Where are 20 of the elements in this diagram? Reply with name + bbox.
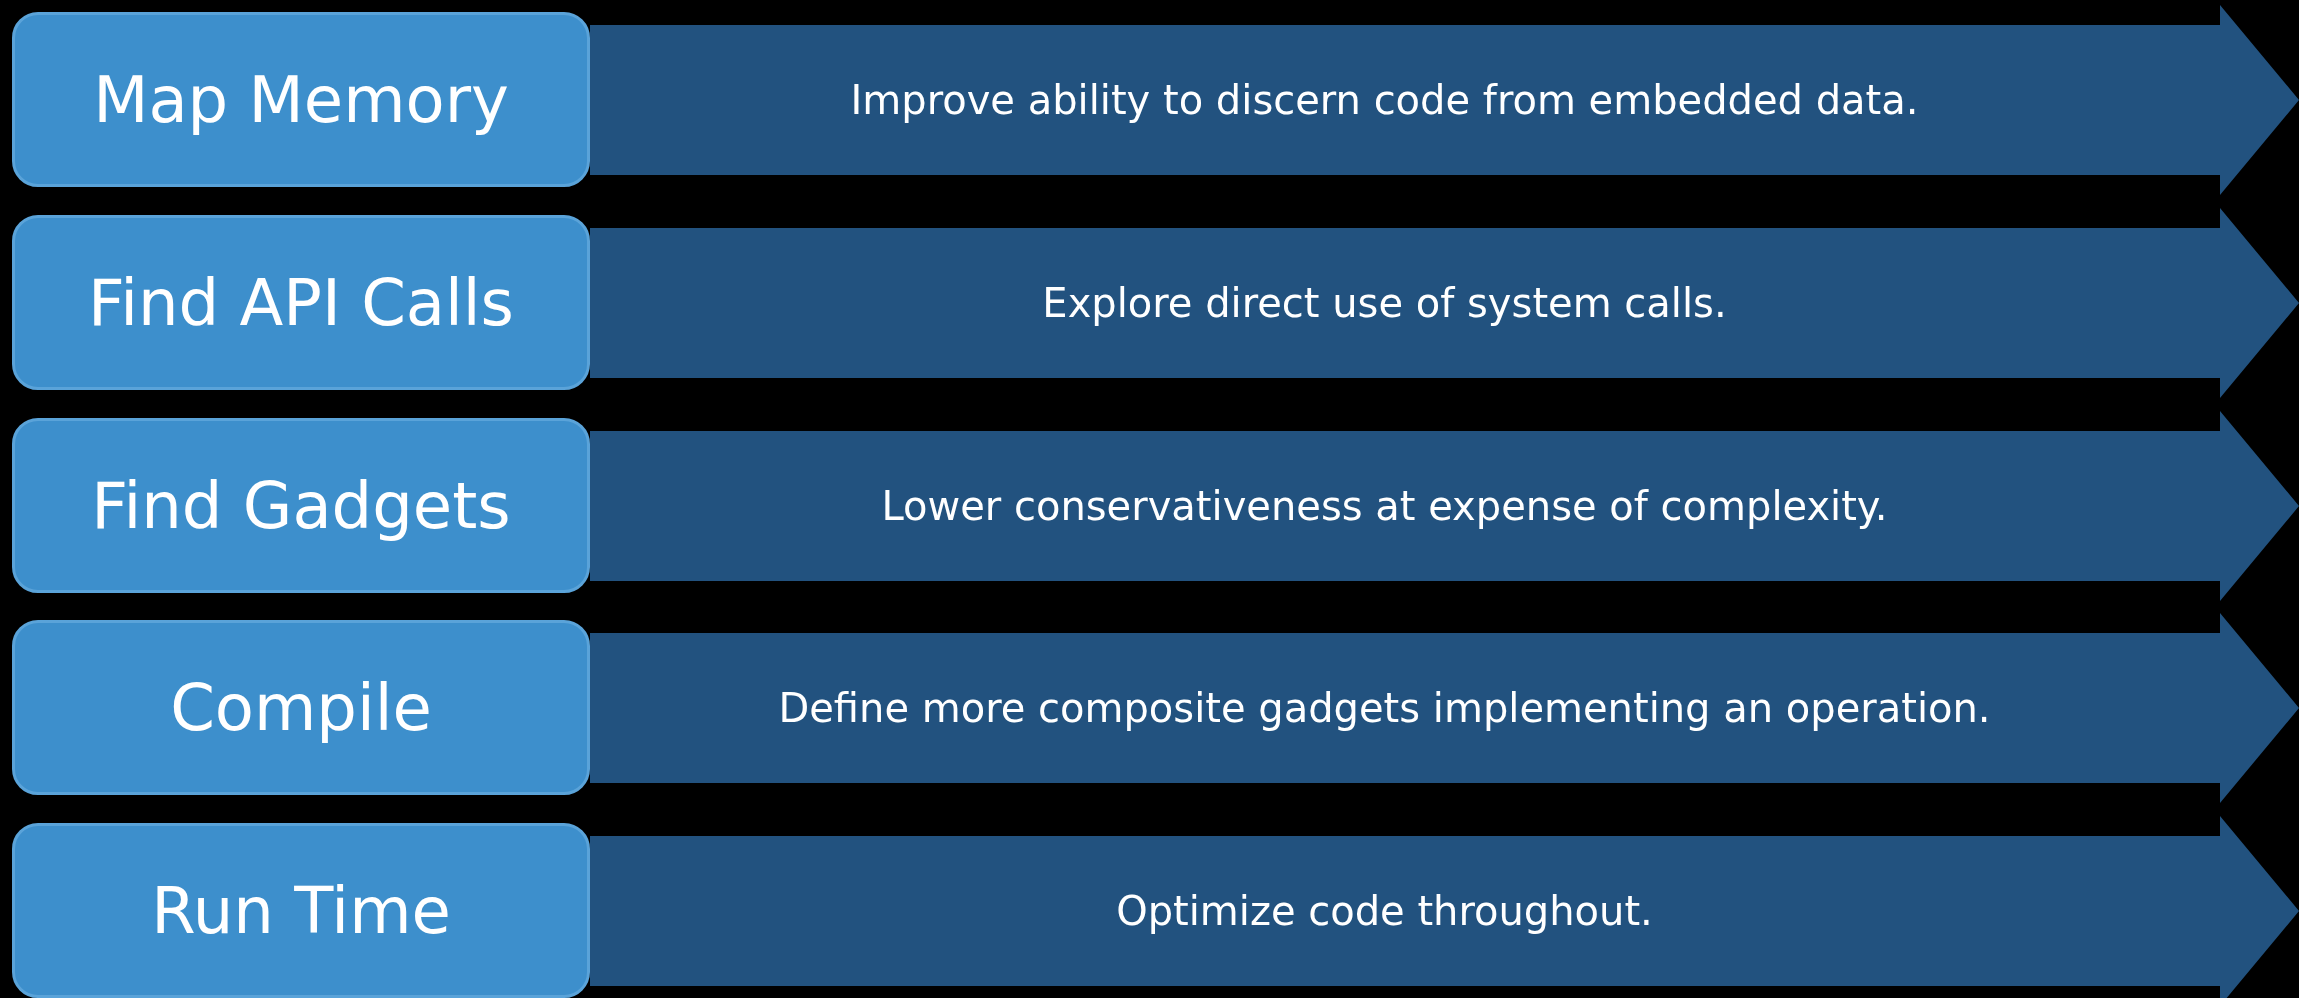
arrow-banner [590, 613, 2299, 803]
arrow-banner [590, 411, 2299, 601]
step-box [12, 215, 590, 390]
step-label: Compile [170, 670, 432, 745]
arrow-banner [590, 816, 2299, 998]
arrow-text: Optimize code throughout. [1116, 888, 1654, 934]
step-label: Run Time [151, 873, 451, 948]
step-box [12, 823, 590, 998]
step-box [12, 12, 590, 187]
arrow-text: Define more composite gadgets implementing an operation. [778, 685, 1992, 731]
arrow-text: Lower conservativeness at expense of complexity. [881, 483, 1889, 529]
step-box [12, 620, 590, 795]
arrow-text: Explore direct use of system calls. [1042, 280, 1728, 326]
step-box [12, 418, 590, 593]
step-label: Find API Calls [88, 265, 514, 340]
step-label: Map Memory [93, 62, 509, 137]
step-label: Find Gadgets [91, 468, 511, 543]
arrow-banner [590, 5, 2299, 195]
arrow-banner [590, 208, 2299, 398]
arrow-text: Improve ability to discern code from embedded data. [850, 77, 1920, 123]
